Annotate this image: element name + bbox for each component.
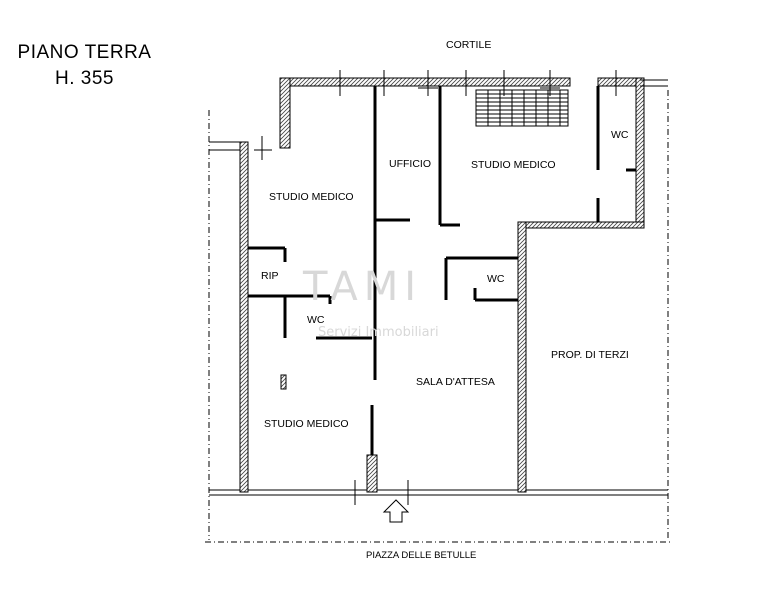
label-ufficio: UFFICIO bbox=[389, 158, 431, 170]
label-studio-bottom-left: STUDIO MEDICO bbox=[264, 418, 349, 430]
entrance-arrow-icon bbox=[382, 499, 410, 523]
label-studio-top-right: STUDIO MEDICO bbox=[471, 159, 556, 171]
label-studio-top-left: STUDIO MEDICO bbox=[269, 191, 354, 203]
window-marks bbox=[254, 70, 617, 505]
label-wc-left: WC bbox=[307, 314, 325, 326]
floor-name: PIANO TERRA bbox=[17, 42, 152, 63]
label-wc-center: WC bbox=[487, 273, 505, 285]
street-line bbox=[209, 489, 668, 496]
courtyard-edge bbox=[209, 79, 668, 151]
interior-walls bbox=[248, 86, 636, 455]
watermark-subtitle: Servizi Immobiliari bbox=[318, 325, 439, 340]
label-sala-attesa: SALA D'ATTESA bbox=[416, 376, 495, 388]
floor-title: PIANO TERRA H. 355 bbox=[12, 40, 157, 92]
label-cortile: CORTILE bbox=[446, 39, 491, 51]
staircase bbox=[475, 89, 569, 127]
label-piazza: PIAZZA DELLE BETULLE bbox=[366, 550, 476, 561]
watermark-logo-text: TAMI bbox=[302, 264, 422, 310]
label-rip: RIP bbox=[261, 270, 279, 282]
label-wc-top-right: WC bbox=[611, 129, 629, 141]
property-boundaries bbox=[205, 90, 672, 543]
exterior-walls bbox=[239, 77, 645, 493]
watermark-logo: TAMI Servizi Immobiliari bbox=[302, 264, 439, 340]
label-prop-terzi: PROP. DI TERZI bbox=[551, 349, 629, 361]
floor-height: H. 355 bbox=[55, 68, 114, 89]
